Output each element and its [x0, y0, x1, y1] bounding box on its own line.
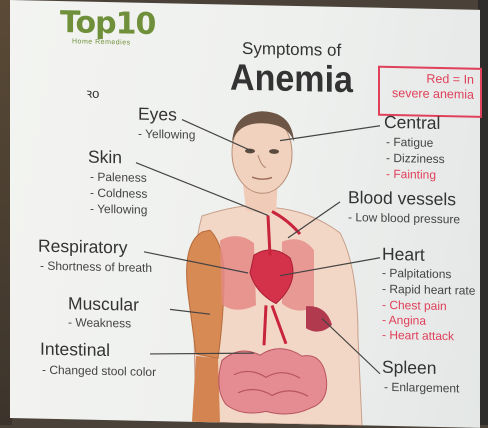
heart-symptom-2: - Rapid heart rate: [382, 282, 475, 299]
skin-symptom-3: - Yellowing: [90, 202, 147, 218]
spleen-symptom: - Enlargement: [384, 380, 459, 397]
slide: Top10 Home Remedies Symptoms of Anemia R…: [10, 0, 480, 428]
eyes-label: Eyes: [138, 104, 177, 126]
respiratory-symptom: - Shortness of breath: [40, 259, 152, 276]
muscular-label: Muscular: [68, 293, 139, 315]
intestinal-symptom: - Changed stool color: [42, 363, 156, 380]
blood-vessels-symptom: - Low blood pressure: [348, 210, 460, 227]
eyes-symptom: - Yellowing: [138, 127, 195, 143]
heart-severe-symptom-1: - Chest pain: [382, 298, 447, 314]
muscular-symptom: - Weakness: [68, 315, 131, 331]
central-symptom-1: - Fatigue: [386, 135, 433, 151]
heart-symptom-1: - Palpitations: [382, 266, 451, 282]
central-label: Central: [384, 112, 440, 134]
central-severe-symptom-1: - Fainting: [386, 167, 436, 183]
blood-vessels-label: Blood vessels: [348, 187, 456, 210]
spleen-label: Spleen: [382, 357, 437, 379]
intestinal-label: Intestinal: [40, 339, 110, 361]
skin-symptom-2: - Coldness: [90, 186, 147, 202]
skin-label: Skin: [88, 147, 122, 169]
heart-severe-symptom-3: - Heart attack: [382, 328, 454, 345]
skin-symptom-1: - Paleness: [90, 170, 147, 186]
respiratory-label: Respiratory: [38, 236, 127, 259]
central-symptom-2: - Dizziness: [386, 151, 445, 167]
heart-severe-symptom-2: - Angina: [382, 313, 426, 329]
heart-label: Heart: [382, 244, 425, 266]
